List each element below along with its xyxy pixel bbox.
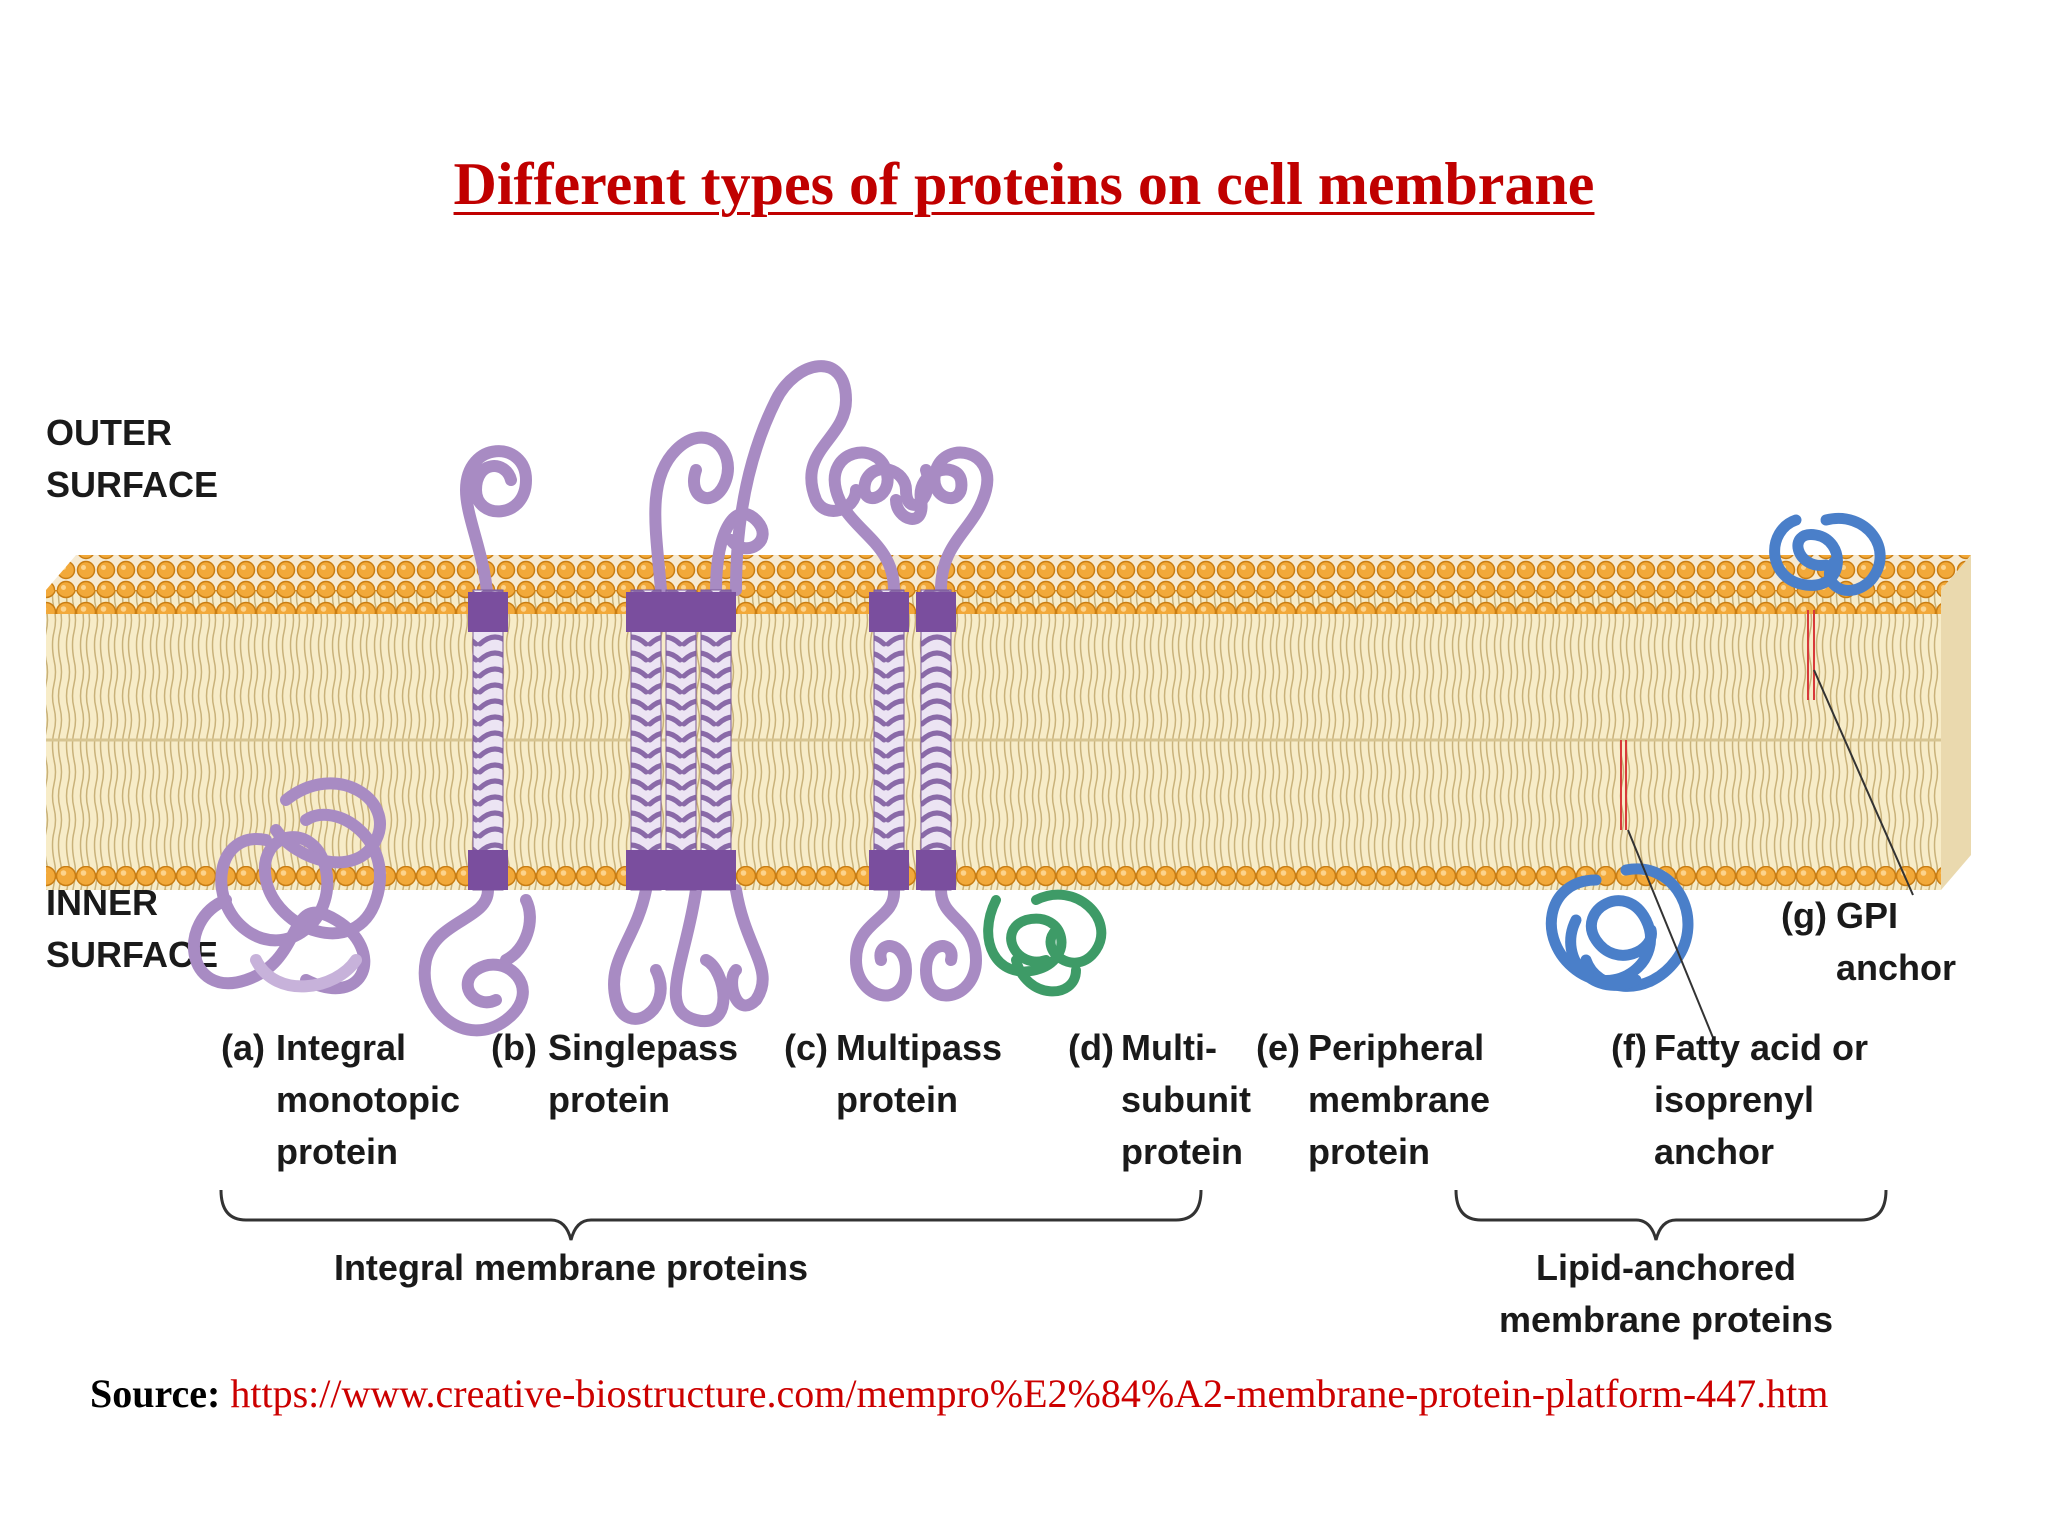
- integral-group-label: Integral membrane proteins: [334, 1247, 808, 1288]
- source-label: Source:: [90, 1371, 221, 1416]
- svg-text:anchor: anchor: [1654, 1131, 1774, 1172]
- lipid-group-label-line1: Lipid-anchored: [1536, 1247, 1796, 1288]
- svg-text:INNER: INNER: [46, 882, 158, 923]
- lipid-group-label-line2: membrane proteins: [1499, 1299, 1833, 1340]
- protein-d-multi-subunit: [828, 446, 994, 1002]
- slide-title: Different types of proteins on cell memb…: [453, 151, 1595, 217]
- svg-text:(g): (g): [1781, 895, 1827, 936]
- svg-text:subunit: subunit: [1121, 1079, 1251, 1120]
- svg-text:Singlepass: Singlepass: [548, 1027, 738, 1068]
- svg-text:Integral: Integral: [276, 1027, 406, 1068]
- protein-b-singlepass: [418, 445, 536, 1037]
- svg-text:protein: protein: [548, 1079, 670, 1120]
- svg-text:OUTER: OUTER: [46, 412, 172, 453]
- svg-text:protein: protein: [1121, 1131, 1243, 1172]
- svg-text:(b): (b): [491, 1027, 537, 1068]
- label-f: (f) Fatty acid or isoprenyl anchor: [1611, 1027, 1868, 1172]
- leader-line-f: [1627, 829, 1717, 1046]
- protein-e-peripheral: [983, 889, 1107, 997]
- protein-a-integral-monotopic: [188, 777, 386, 995]
- source-citation: Source: https://www.creative-biostructur…: [90, 1368, 1990, 1420]
- label-g: (g) GPI anchor: [1781, 895, 1956, 988]
- svg-text:Multi-: Multi-: [1121, 1027, 1217, 1068]
- svg-text:protein: protein: [836, 1079, 958, 1120]
- svg-text:protein: protein: [276, 1131, 398, 1172]
- svg-text:Peripheral: Peripheral: [1308, 1027, 1484, 1068]
- svg-text:(f): (f): [1611, 1027, 1647, 1068]
- lipid-group-brace: [1454, 1189, 1888, 1241]
- svg-text:(a): (a): [221, 1027, 265, 1068]
- label-c: (c) Multipass protein: [784, 1027, 1002, 1120]
- label-e: (e) Peripheral membrane protein: [1256, 1027, 1490, 1172]
- lipid-bilayer: [46, 555, 1971, 890]
- svg-text:membrane: membrane: [1308, 1079, 1490, 1120]
- svg-text:isoprenyl: isoprenyl: [1654, 1079, 1814, 1120]
- svg-text:(e): (e): [1256, 1027, 1300, 1068]
- label-b: (b) Singlepass protein: [491, 1027, 738, 1120]
- label-d: (d) Multi- subunit protein: [1068, 1027, 1251, 1172]
- svg-text:Multipass: Multipass: [836, 1027, 1002, 1068]
- membrane-diagram: OUTER SURFACE INNER SURFACE: [36, 360, 1998, 1350]
- svg-text:(d): (d): [1068, 1027, 1114, 1068]
- protein-f-fatty-acid-anchored: [1545, 740, 1694, 992]
- svg-text:monotopic: monotopic: [276, 1079, 460, 1120]
- svg-text:(c): (c): [784, 1027, 828, 1068]
- svg-text:Fatty acid or: Fatty acid or: [1654, 1027, 1868, 1068]
- label-a: (a) Integral monotopic protein: [221, 1027, 460, 1172]
- protein-c-multipass: [608, 360, 862, 1028]
- svg-text:SURFACE: SURFACE: [46, 464, 218, 505]
- integral-group-brace: [219, 1189, 1203, 1241]
- protein-g-gpi-anchored: [1769, 513, 1914, 896]
- svg-text:anchor: anchor: [1836, 947, 1956, 988]
- source-link[interactable]: https://www.creative-biostructure.com/me…: [230, 1371, 1829, 1416]
- svg-text:protein: protein: [1308, 1131, 1430, 1172]
- svg-text:GPI: GPI: [1836, 895, 1898, 936]
- outer-surface-label: OUTER SURFACE: [46, 412, 218, 505]
